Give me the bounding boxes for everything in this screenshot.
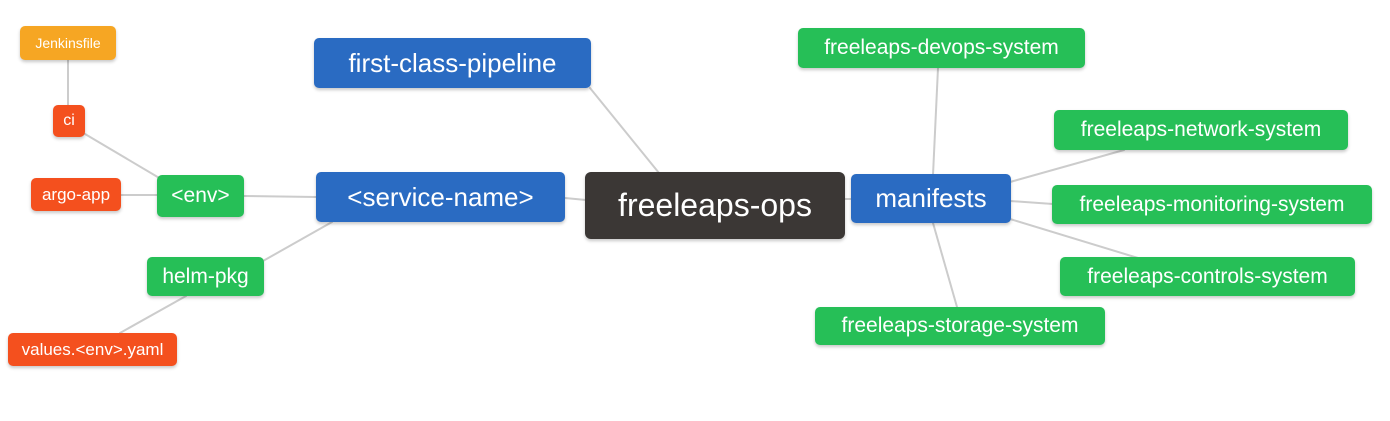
- edge-env-service-name: [243, 195, 317, 198]
- edge-values-helm-pkg: [119, 295, 187, 334]
- node-freeleaps-controls-system[interactable]: freeleaps-controls-system: [1060, 257, 1355, 296]
- node-freeleaps-monitoring-system[interactable]: freeleaps-monitoring-system: [1052, 185, 1372, 224]
- node-service-name[interactable]: <service-name>: [316, 172, 565, 222]
- node-env[interactable]: <env>: [157, 175, 244, 217]
- node-freeleaps-devops-system[interactable]: freeleaps-devops-system: [798, 28, 1085, 68]
- node-jenkinsfile[interactable]: Jenkinsfile: [20, 26, 116, 60]
- edge-manifests-controls-system: [1009, 218, 1139, 259]
- edge-service-name-freeleaps-ops: [564, 197, 587, 201]
- edge-manifests-network-system: [1009, 149, 1125, 183]
- edge-pipeline-freeleaps-ops: [589, 87, 660, 174]
- node-manifests[interactable]: manifests: [851, 174, 1011, 223]
- edge-ci-env: [84, 133, 162, 180]
- edge-helm-pkg-service-name: [262, 221, 333, 262]
- node-freeleaps-ops[interactable]: freeleaps-ops: [585, 172, 845, 239]
- node-values-env-yaml[interactable]: values.<env>.yaml: [8, 333, 177, 366]
- node-freeleaps-storage-system[interactable]: freeleaps-storage-system: [815, 307, 1105, 345]
- node-helm-pkg[interactable]: helm-pkg: [147, 257, 264, 296]
- edge-manifests-devops-system: [932, 67, 939, 176]
- edge-manifests-monitoring-system: [1009, 200, 1054, 205]
- node-first-class-pipeline[interactable]: first-class-pipeline: [314, 38, 591, 88]
- edge-manifests-storage-system: [932, 222, 958, 308]
- node-ci[interactable]: ci: [53, 105, 85, 137]
- node-argo-app[interactable]: argo-app: [31, 178, 121, 211]
- node-freeleaps-network-system[interactable]: freeleaps-network-system: [1054, 110, 1348, 150]
